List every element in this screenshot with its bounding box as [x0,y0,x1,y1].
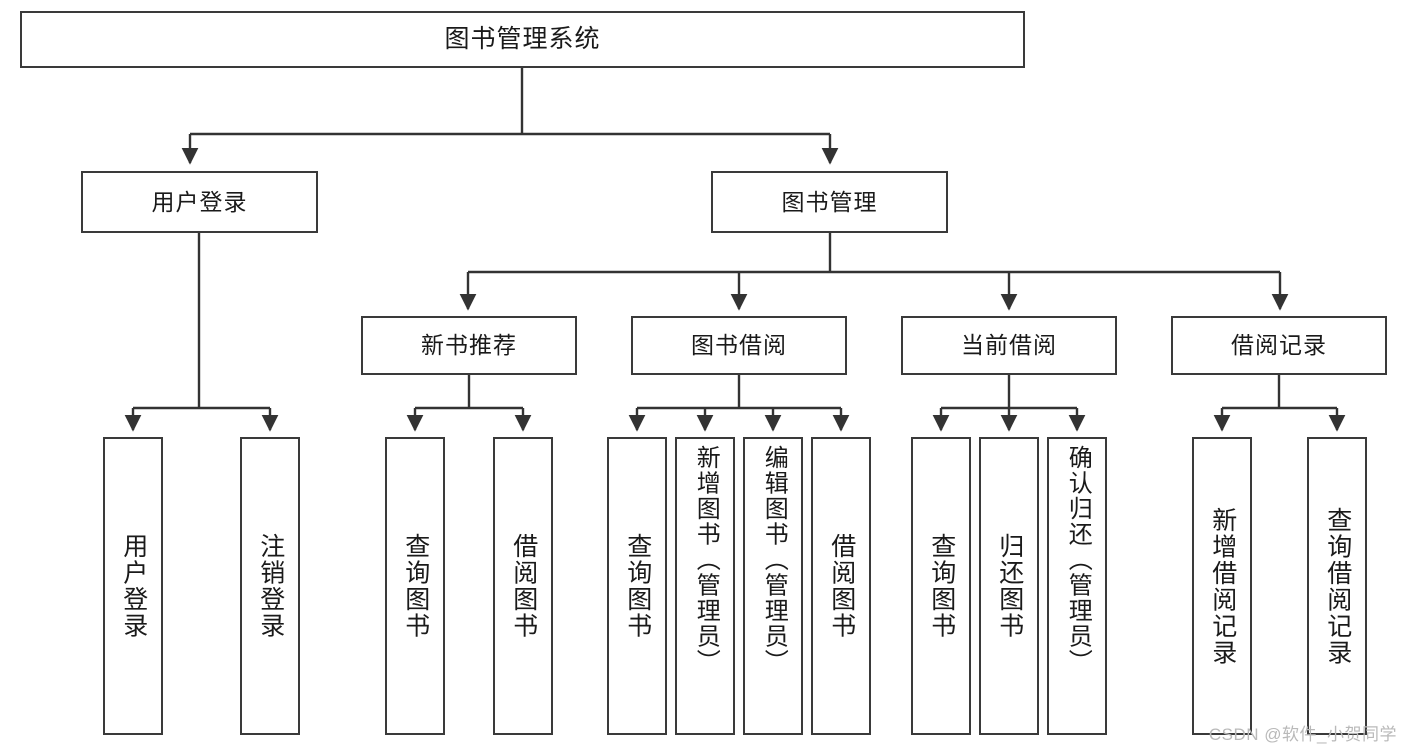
node-leaf-nb-query-book[interactable]: 查询图书 [385,437,445,735]
node-leaf-nb-borrow-book[interactable]: 借阅图书 [493,437,553,735]
node-book-management[interactable]: 图书管理 [711,171,948,233]
node-borrow-record[interactable]: 借阅记录 [1171,316,1387,375]
node-leaf-br-query-record-label: 查询借阅记录 [1323,506,1352,666]
node-leaf-bb-edit-book[interactable]: 编辑图书（管理员） [743,437,803,735]
node-leaf-cb-return-book-label: 归还图书 [995,533,1024,639]
node-leaf-bb-borrow-book[interactable]: 借阅图书 [811,437,871,735]
node-leaf-cb-return-book[interactable]: 归还图书 [979,437,1039,735]
node-leaf-user-login-label: 用户登录 [119,533,148,639]
node-leaf-br-add-record[interactable]: 新增借阅记录 [1192,437,1252,735]
node-leaf-cb-confirm-return-label: 确认归还（管理员） [1064,445,1092,675]
node-root-label: 图书管理系统 [444,25,601,54]
node-new-book-recommend[interactable]: 新书推荐 [361,316,577,375]
node-new-book-recommend-label: 新书推荐 [421,332,517,359]
node-leaf-logout-label: 注销登录 [256,533,285,639]
node-leaf-bb-query-book-label: 查询图书 [623,533,652,639]
node-leaf-bb-borrow-book-label: 借阅图书 [827,533,856,639]
node-leaf-br-add-record-label: 新增借阅记录 [1208,506,1237,666]
node-leaf-bb-add-book[interactable]: 新增图书（管理员） [675,437,735,735]
node-current-borrow-label: 当前借阅 [961,332,1057,359]
watermark-text: CSDN @软件_小贺同学 [1208,725,1397,744]
node-leaf-logout[interactable]: 注销登录 [240,437,300,735]
node-user-login[interactable]: 用户登录 [81,171,318,233]
node-leaf-bb-add-book-label: 新增图书（管理员） [692,445,720,675]
node-leaf-cb-confirm-return[interactable]: 确认归还（管理员） [1047,437,1107,735]
node-leaf-bb-query-book[interactable]: 查询图书 [607,437,667,735]
node-current-borrow[interactable]: 当前借阅 [901,316,1117,375]
node-book-management-label: 图书管理 [781,188,878,215]
node-leaf-cb-query-book[interactable]: 查询图书 [911,437,971,735]
node-leaf-bb-edit-book-label: 编辑图书（管理员） [760,445,788,675]
node-user-login-label: 用户登录 [151,188,248,215]
node-book-borrow-label: 图书借阅 [691,332,787,359]
node-leaf-cb-query-book-label: 查询图书 [927,533,956,639]
node-leaf-nb-borrow-book-label: 借阅图书 [509,533,538,639]
node-root[interactable]: 图书管理系统 [20,11,1025,68]
node-leaf-user-login[interactable]: 用户登录 [103,437,163,735]
node-leaf-br-query-record[interactable]: 查询借阅记录 [1307,437,1367,735]
node-leaf-nb-query-book-label: 查询图书 [401,533,430,639]
node-borrow-record-label: 借阅记录 [1231,332,1327,359]
node-book-borrow[interactable]: 图书借阅 [631,316,847,375]
